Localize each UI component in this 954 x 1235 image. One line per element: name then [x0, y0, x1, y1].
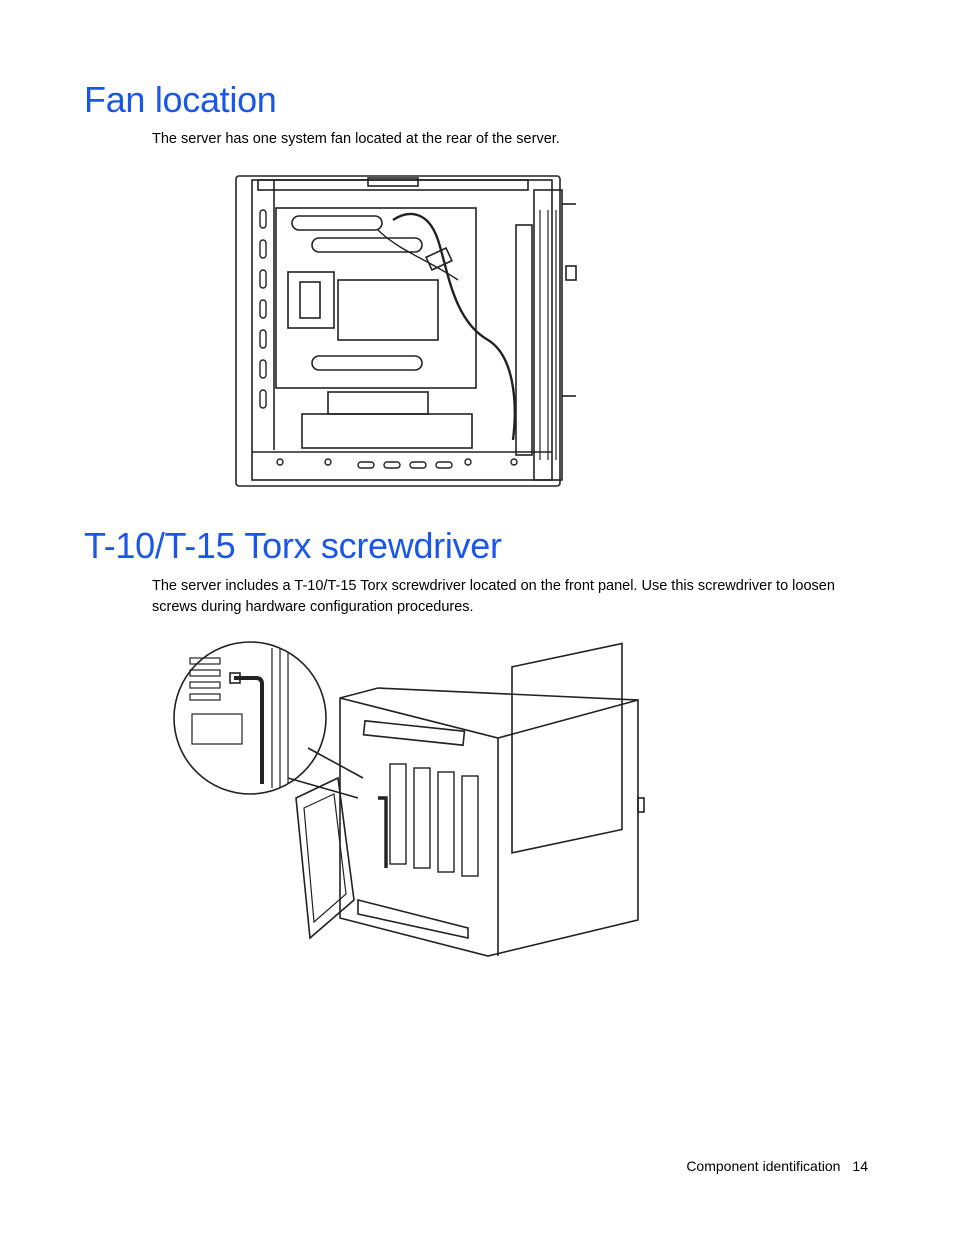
section-heading-fan-location: Fan location: [84, 79, 277, 120]
fan-location-illustration: [235, 175, 577, 487]
section-heading-torx-screwdriver: T-10/T-15 Torx screwdriver: [84, 525, 502, 566]
footer-section-title: Component identification: [686, 1158, 841, 1174]
fan-location-paragraph: The server has one system fan located at…: [152, 131, 560, 147]
torx-screwdriver-illustration: [173, 641, 645, 957]
torx-screwdriver-paragraph: The server includes a T-10/T-15 Torx scr…: [152, 578, 835, 615]
page-number: 14: [852, 1158, 868, 1174]
page-footer: Component identification 14: [674, 1158, 868, 1174]
